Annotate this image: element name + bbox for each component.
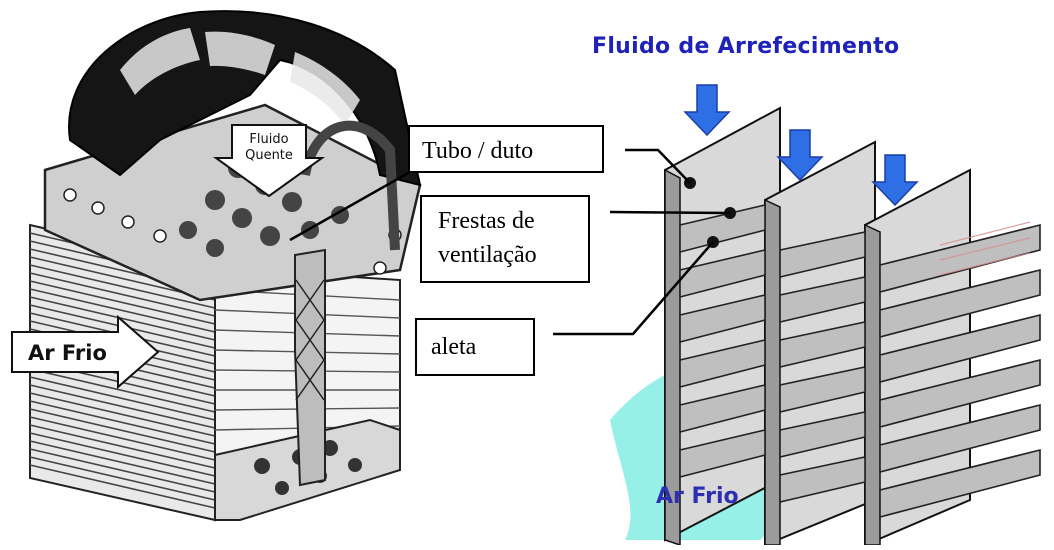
cold-air-arrow-left xyxy=(11,314,160,390)
callout-vents: Frestas de ventilação xyxy=(420,195,590,283)
coolant-title: Fluido de Arrefecimento xyxy=(592,34,900,59)
hot-fluid-label: Fluido Quente xyxy=(245,132,293,163)
left-radiator xyxy=(11,10,422,522)
right-fin-detail xyxy=(610,84,1041,547)
callout-lines xyxy=(289,148,731,336)
callout-tube-text: Tubo / duto xyxy=(422,138,534,164)
leader-left-tube xyxy=(289,170,411,242)
callout-fin-text: aleta xyxy=(431,334,477,360)
callout-vents-line1: Frestas de xyxy=(438,208,535,234)
leader-fin xyxy=(553,241,714,336)
leader-tube xyxy=(625,148,691,184)
coolant-arrows xyxy=(683,84,919,207)
coolant-arrow-3 xyxy=(871,154,919,207)
coolant-arrow-1 xyxy=(683,84,731,137)
hot-fluid-arrow xyxy=(212,124,326,198)
callout-fin: aleta xyxy=(415,318,535,376)
cold-air-label-left: Ar Frio xyxy=(28,341,107,365)
leader-vents xyxy=(609,210,731,215)
coolant-arrow-2 xyxy=(776,129,824,182)
cold-air-label-right: Ar Frio xyxy=(656,484,739,509)
louvered-fins xyxy=(679,203,1041,519)
callout-tube: Tubo / duto xyxy=(408,125,604,173)
callout-vents-line2: ventilação xyxy=(438,242,537,268)
